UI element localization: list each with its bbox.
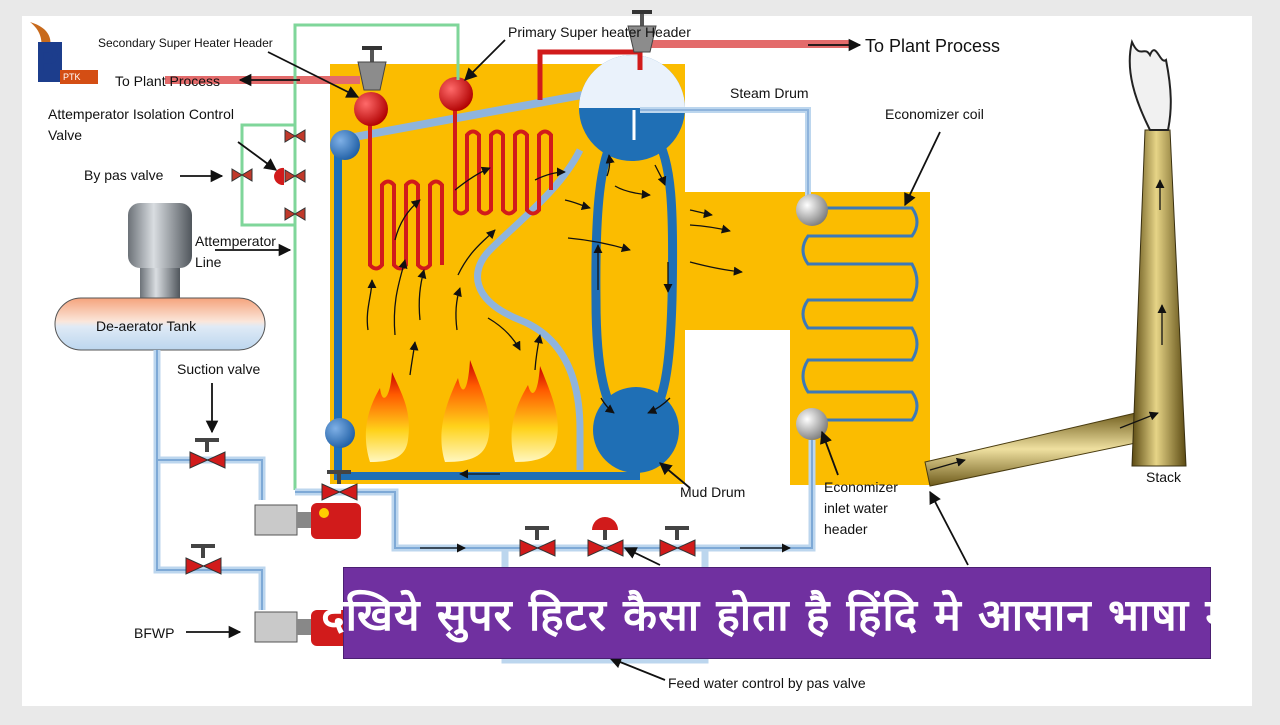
economizer-coil [801, 206, 919, 422]
label-attemperator-valve-line1: Attemperator Isolation Control [48, 106, 234, 122]
attemperator-line [293, 23, 460, 490]
bypass-valve-icon [231, 168, 253, 182]
banner-text: देखिये सुपर हिटर कैसा होता है हिंदि मे आ… [321, 590, 1233, 641]
label-suction-valve: Suction valve [177, 361, 260, 377]
label-secondary-superheater-header: Secondary Super Heater Header [98, 36, 273, 50]
bfwp-pump-2 [254, 610, 351, 646]
label-to-plant-process-left: To Plant Process [115, 73, 220, 89]
stack-smoke [1128, 38, 1172, 131]
svg-text:P: P [36, 42, 59, 80]
label-mud-drum: Mud Drum [680, 484, 745, 500]
hindi-title-banner: देखिये सुपर हिटर कैसा होता है हिंदि मे आ… [321, 567, 1232, 659]
label-steam-drum: Steam Drum [730, 85, 809, 101]
flow-arrows [366, 154, 1167, 553]
label-deaerator-tank: De-aerator Tank [96, 318, 197, 334]
attemperator-valves [273, 129, 306, 221]
secondary-superheater-coil [368, 110, 444, 271]
burner-flame-3 [511, 366, 558, 462]
bfwp-pump-1 [254, 503, 361, 539]
label-bfwp: BFWP [134, 625, 174, 641]
saturated-steam-link [337, 91, 583, 144]
label-primary-superheater-header: Primary Super heater Header [508, 24, 691, 40]
svg-text:PTK: PTK [63, 72, 81, 82]
deaerator-tank [54, 203, 266, 351]
label-stack: Stack [1146, 469, 1182, 485]
label-attemperator-valve-line2: Valve [48, 127, 82, 143]
label-economizer-inlet-line2: inlet water [824, 500, 888, 516]
label-attemperator-line1: Attemperator [195, 233, 276, 249]
downcomer-left [591, 132, 624, 424]
economizer-inlet-header [796, 408, 828, 440]
secondary-superheater-header [354, 92, 388, 126]
label-attemperator-line2: Line [195, 254, 222, 270]
pipe-valves [185, 438, 696, 575]
main-stop-valve-right [627, 10, 657, 53]
primary-superheater-header [439, 77, 473, 111]
label-economizer-inlet-line1: Economizer [824, 479, 898, 495]
main-steam-pipe [645, 40, 850, 48]
lower-water-wall-header [325, 418, 355, 448]
economizer-outlet-header [796, 194, 828, 226]
label-pointers [180, 38, 969, 681]
primary-superheater-coil [453, 95, 553, 216]
label-to-plant-process-right: To Plant Process [865, 36, 1000, 56]
steam-drum [579, 55, 685, 161]
burner-flame-1 [365, 372, 409, 462]
burner-flame-2 [441, 360, 490, 462]
logo: P PTK [30, 22, 98, 84]
upper-water-wall-header [330, 130, 360, 160]
label-economizer-coil: Economizer coil [885, 106, 984, 122]
label-bypass-valve: By pas valve [84, 167, 164, 183]
main-stop-valve-left [357, 46, 387, 91]
label-feed-water-control: Feed water control by pas valve [668, 675, 866, 691]
label-economizer-inlet-line3: header [824, 521, 868, 537]
